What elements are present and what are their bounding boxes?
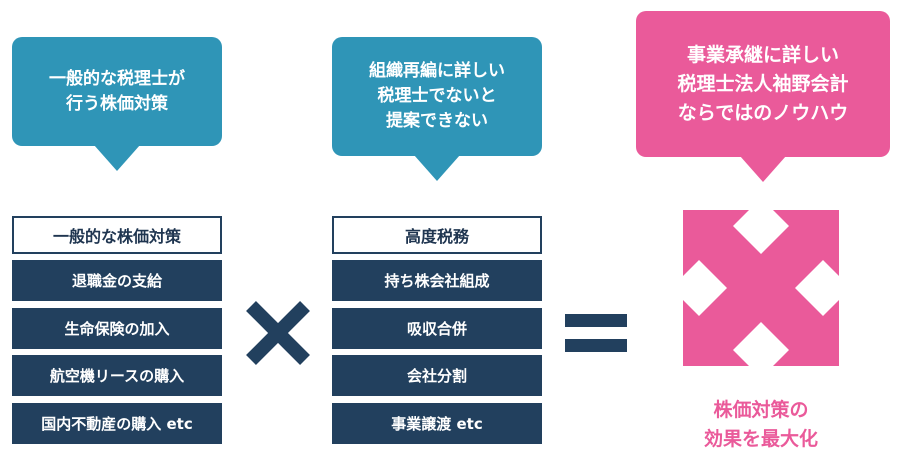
speech-bubble-reorganization: 組織再編に詳しい 税理士でないと 提案できない — [332, 37, 542, 181]
bubble-line: 組織再編に詳しい — [369, 61, 505, 81]
list-item: 退職金の支給 — [12, 260, 222, 301]
bubble-line: 税理士でないと — [377, 86, 497, 106]
advanced-tax-header: 高度税務 — [332, 216, 542, 254]
speech-bubble-know-how: 事業承継に詳しい 税理士法人袖野会計 ならではのノウハウ — [636, 11, 890, 182]
equals-icon — [565, 314, 627, 352]
list-item: 持ち株会社組成 — [332, 260, 542, 301]
bubble-tail — [740, 156, 786, 182]
result-line: 効果を最大化 — [703, 428, 818, 450]
bubble-tail — [414, 155, 460, 181]
multiply-icon — [246, 301, 310, 365]
result-line: 株価対策の — [713, 399, 809, 421]
expand-arrows-icon — [683, 210, 839, 366]
list-item: 事業譲渡 etc — [332, 403, 542, 444]
bubble-line: 行う株価対策 — [66, 93, 168, 114]
list-item: 吸収合併 — [332, 308, 542, 349]
bubble-line: ならではのノウハウ — [677, 101, 849, 124]
list-item: 生命保険の加入 — [12, 308, 222, 349]
bubble-line: 一般的な税理士が — [49, 68, 185, 89]
list-item: 会社分割 — [332, 355, 542, 396]
list-item: 航空機リースの購入 — [12, 355, 222, 396]
speech-bubble-general-tax-accountant: 一般的な税理士が 行う株価対策 — [12, 37, 222, 171]
bubble-line: 提案できない — [386, 111, 488, 131]
bubble-line: 税理士法人袖野会計 — [677, 72, 849, 95]
bubble-line: 事業承継に詳しい — [686, 43, 839, 66]
bubble-tail — [94, 145, 140, 171]
general-measures-header: 一般的な株価対策 — [12, 216, 222, 254]
result-text: 株価対策の 効果を最大化 — [661, 396, 861, 454]
list-item: 国内不動産の購入 etc — [12, 403, 222, 444]
